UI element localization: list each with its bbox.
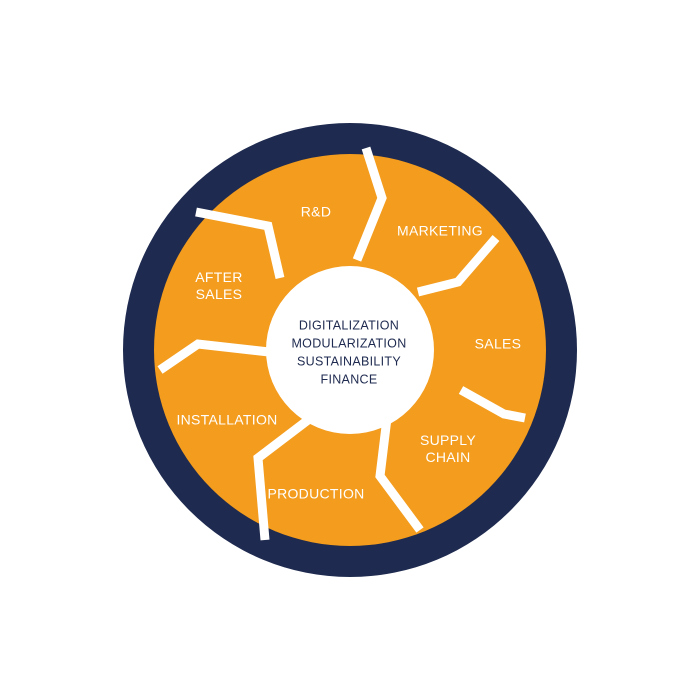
segment-after-sales-label: AFTER <box>195 269 242 285</box>
core-item-label: SUSTAINABILITY <box>297 354 401 368</box>
segment-supply-chain-label: CHAIN <box>425 449 470 465</box>
segment-sales-label: SALES <box>475 336 522 352</box>
segment-rnd-label: R&D <box>301 204 331 220</box>
segment-separator <box>253 416 311 541</box>
segment-after-sales-label: SALES <box>196 286 243 302</box>
segment-installation-label: INSTALLATION <box>176 412 277 428</box>
segment-separators <box>157 146 526 541</box>
core-circle <box>266 266 434 434</box>
segment-supply-chain-label: SUPPLY <box>420 432 476 448</box>
segment-marketing-label: MARKETING <box>397 223 483 239</box>
segment-separator <box>195 207 285 280</box>
core-item-label: DIGITALIZATION <box>299 318 399 332</box>
segment-separator <box>458 386 526 423</box>
segment-separator <box>375 409 424 533</box>
segment-production-label: PRODUCTION <box>267 486 364 502</box>
core-item-label: MODULARIZATION <box>291 336 406 350</box>
segment-separator <box>352 146 387 262</box>
core-item-label: FINANCE <box>321 372 378 386</box>
segment-separator <box>157 339 270 374</box>
segment-separator <box>416 235 500 297</box>
core-labels: DIGITALIZATION MODULARIZATION SUSTAINABILI… <box>291 318 406 386</box>
